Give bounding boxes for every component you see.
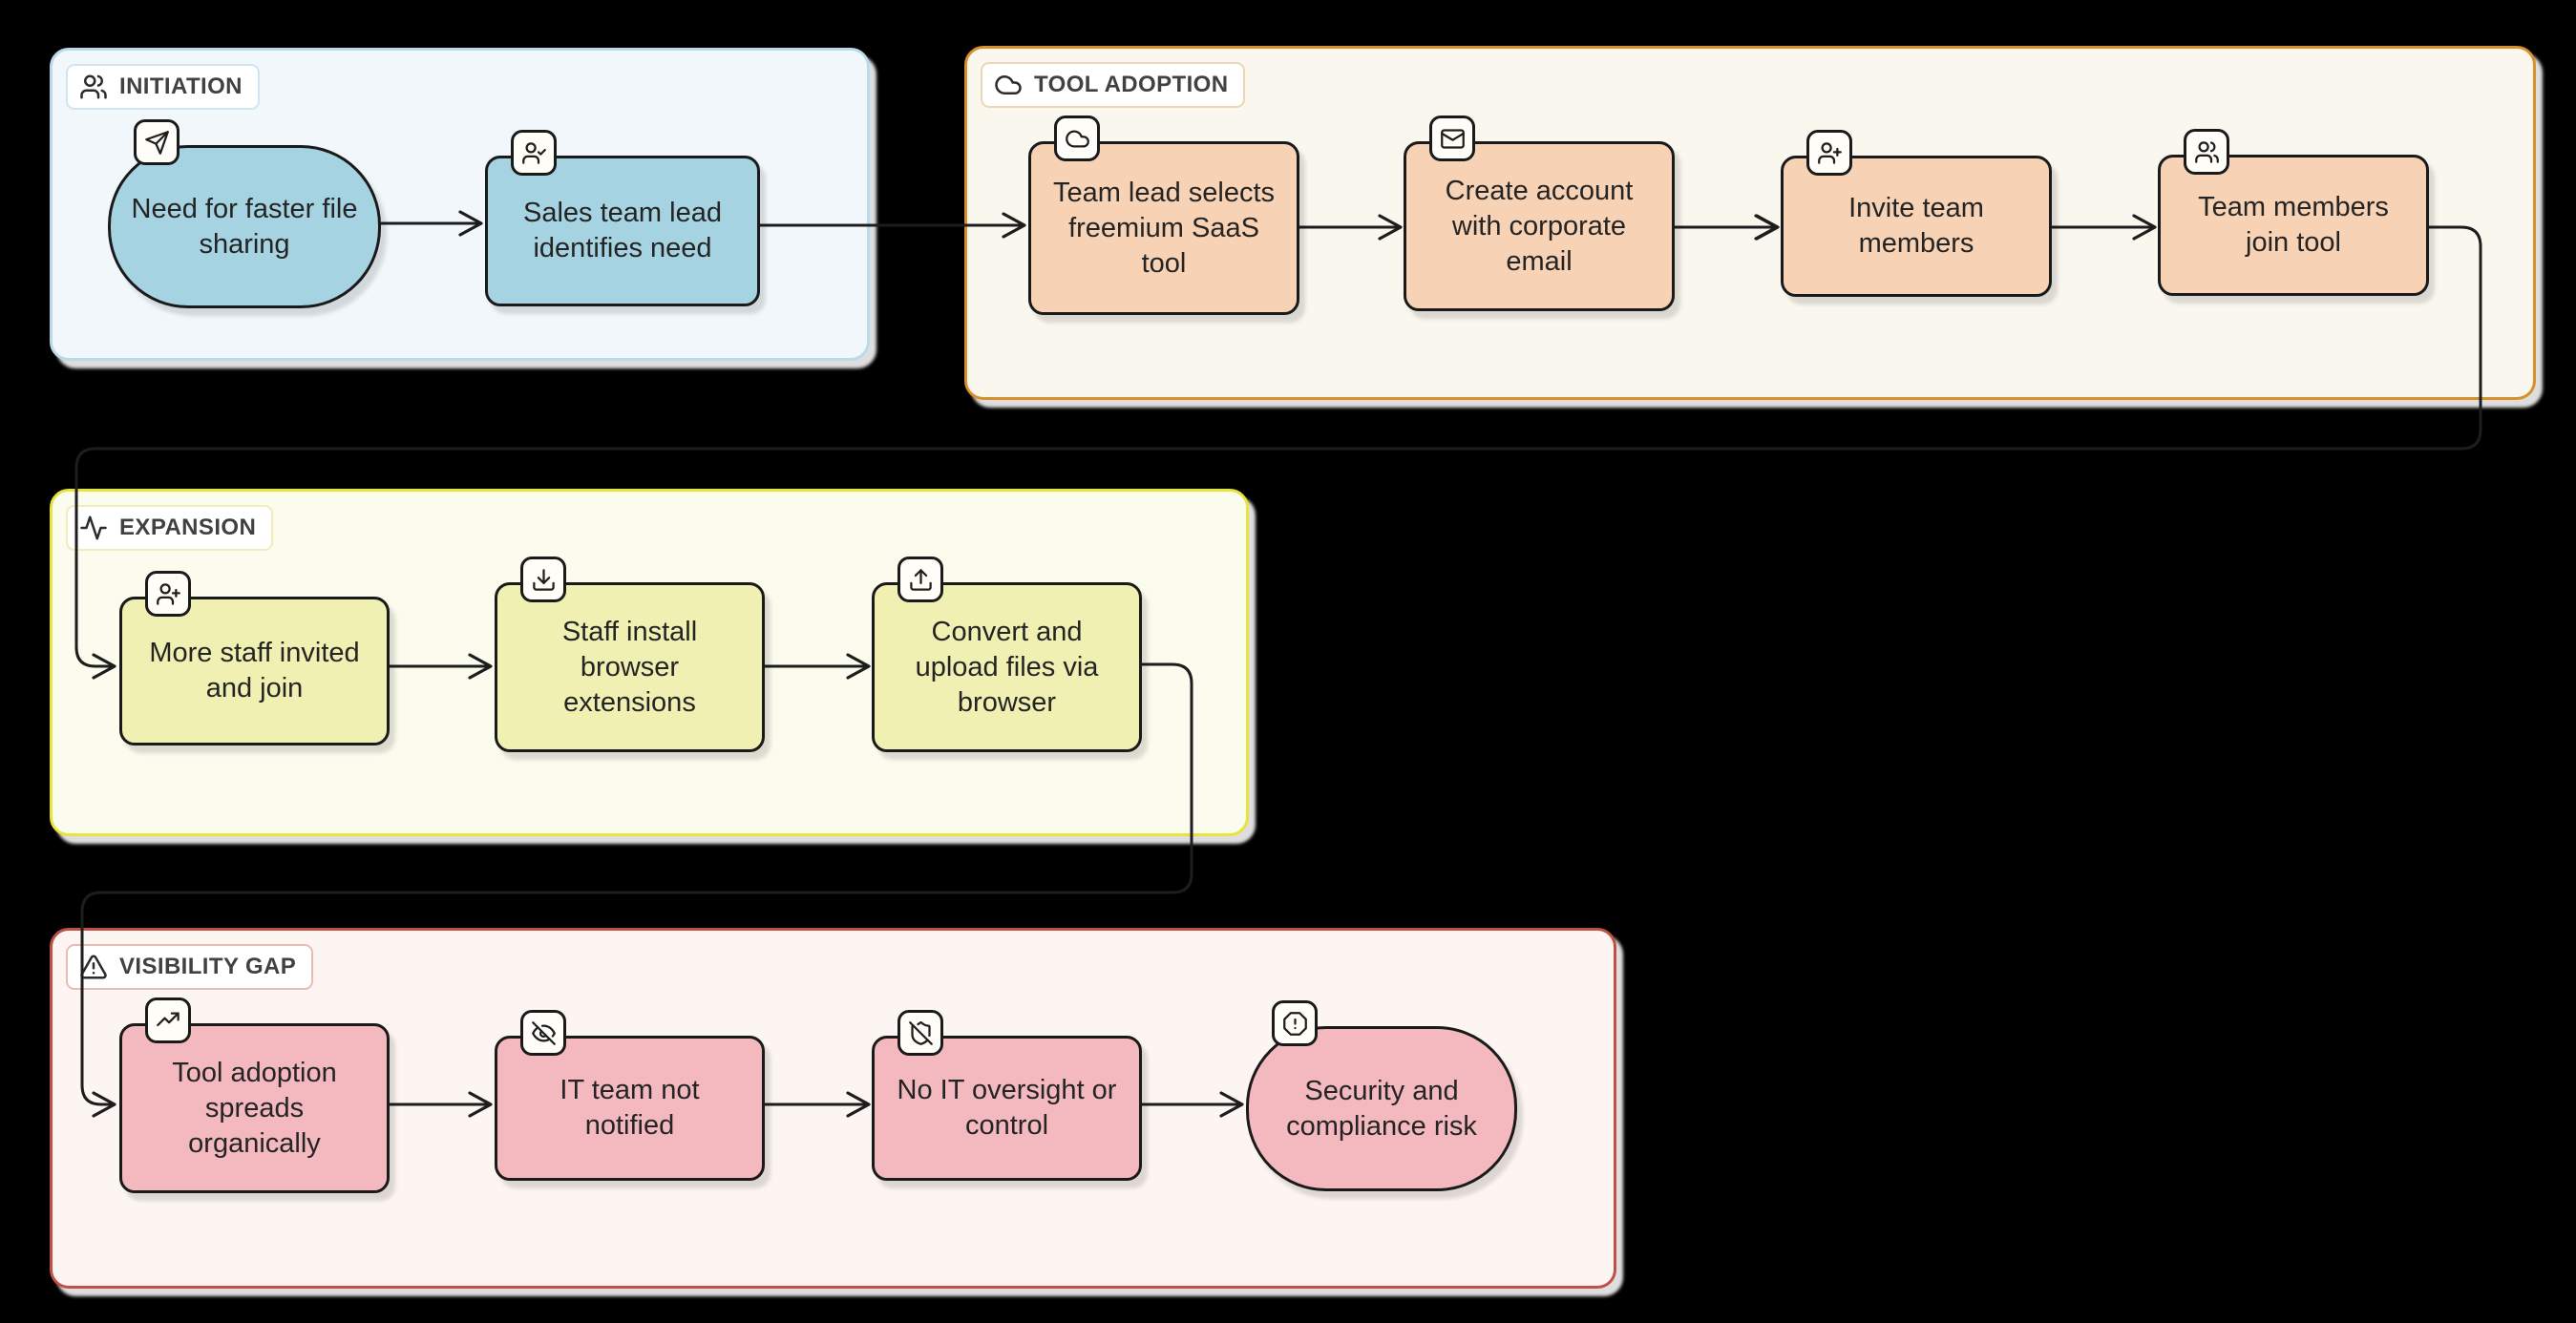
user-check-icon bbox=[511, 130, 557, 176]
node-team-members-join-tool: Team members join tool bbox=[2158, 129, 2429, 296]
node-convert-and-upload-files-via-browser: Convert and upload files via browser bbox=[872, 556, 1142, 752]
node-staff-install-browser-extensions: Staff install browser extensions bbox=[495, 556, 765, 752]
node-more-staff-invited-and-join: More staff invited and join bbox=[119, 571, 390, 746]
node-need-for-faster-file-sharing: Need for faster file sharing bbox=[108, 119, 381, 308]
mail-icon bbox=[1429, 116, 1475, 161]
group-tool-adoption-badge: TOOL ADOPTION bbox=[981, 62, 1246, 108]
node-label: Team members join tool bbox=[2198, 192, 2389, 258]
node-tool-adoption-spreads-organically: Tool adoption spreads organically bbox=[119, 998, 390, 1193]
activity-icon bbox=[79, 514, 108, 542]
group-tool-adoption-label: TOOL ADOPTION bbox=[1034, 72, 1229, 97]
user-plus-icon bbox=[1806, 130, 1852, 176]
node-label: More staff invited and join bbox=[149, 638, 360, 704]
node-label: Need for faster file sharing bbox=[131, 193, 358, 260]
group-expansion-label: EXPANSION bbox=[119, 514, 257, 540]
trending-up-icon bbox=[145, 998, 191, 1043]
group-visibility-gap-badge: VISIBILITY GAP bbox=[66, 944, 314, 990]
node-label: IT team not notified bbox=[560, 1075, 700, 1141]
user-plus-icon bbox=[145, 571, 191, 617]
node-sales-team-lead-identifies-need: Sales team lead identifies need bbox=[485, 130, 760, 306]
node-label: Create account with corporate email bbox=[1445, 175, 1634, 277]
group-initiation-badge: INITIATION bbox=[66, 64, 260, 110]
node-label: Tool adoption spreads organically bbox=[172, 1057, 337, 1159]
alert-triangle-icon bbox=[79, 953, 108, 981]
shield-off-icon bbox=[897, 1010, 943, 1056]
send-icon bbox=[134, 119, 179, 165]
node-team-lead-selects-freemium-saas-tool: Team lead selects freemium SaaS tool bbox=[1028, 116, 1299, 315]
alert-octagon-icon bbox=[1272, 1000, 1318, 1046]
node-label: Staff install browser extensions bbox=[561, 616, 698, 718]
node-label: Security and compliance risk bbox=[1286, 1075, 1477, 1142]
users-icon bbox=[2184, 129, 2229, 175]
node-label: Team lead selects freemium SaaS tool bbox=[1052, 177, 1276, 279]
node-security-and-compliance-risk: Security and compliance risk bbox=[1246, 1000, 1517, 1191]
upload-icon bbox=[897, 556, 943, 602]
cloud-icon bbox=[994, 71, 1023, 99]
node-invite-team-members: Invite team members bbox=[1781, 130, 2052, 297]
node-it-team-not-notified: IT team not notified bbox=[495, 1010, 765, 1181]
group-initiation-label: INITIATION bbox=[119, 74, 243, 99]
node-label: No IT oversight or control bbox=[897, 1075, 1117, 1141]
group-visibility-gap-label: VISIBILITY GAP bbox=[119, 954, 297, 979]
eye-off-icon bbox=[520, 1010, 566, 1056]
cloud-icon bbox=[1054, 116, 1100, 161]
node-label: Convert and upload files via browser bbox=[915, 616, 1099, 718]
node-no-it-oversight-or-control: No IT oversight or control bbox=[872, 1010, 1142, 1181]
download-icon bbox=[520, 556, 566, 602]
users-icon bbox=[79, 73, 108, 101]
node-label: Invite team members bbox=[1848, 193, 1984, 259]
node-label: Sales team lead identifies need bbox=[523, 198, 722, 263]
group-expansion-badge: EXPANSION bbox=[66, 505, 274, 551]
node-create-account-with-corporate-email: Create account with corporate email bbox=[1404, 116, 1675, 311]
